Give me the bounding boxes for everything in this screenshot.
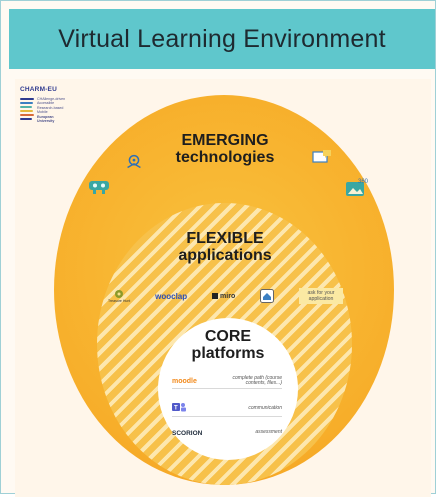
slide-title: Virtual Learning Environment (58, 24, 386, 53)
ask-application-badge: ask for your application (299, 288, 343, 304)
flexible-title: FLEXIBLE applications (178, 230, 272, 264)
vr-headset-icon (86, 177, 112, 197)
app-house-icon (260, 289, 275, 303)
screen-chat-icon (310, 147, 334, 169)
logo-brand: CHARM-EU (20, 86, 57, 93)
emerging-title: EMERGING technologies (175, 132, 275, 166)
core-row-teams: T communication (172, 402, 282, 417)
logo-text: CHAllenge-driven Accessible Research-bas… (37, 97, 66, 124)
slide-header: Virtual Learning Environment (9, 9, 435, 69)
svg-text:360: 360 (358, 179, 368, 185)
treasure-hunt-logo: Treasure Hunt (108, 289, 130, 303)
charm-eu-logo: CHARM-EU CHAllenge-driven Accessible Res… (20, 86, 90, 146)
core-row-moodle: moodle complete path (course contents, f… (172, 374, 282, 389)
vr-360-icon: 360 (343, 177, 369, 199)
moodle-logo: moodle (172, 377, 197, 385)
core-title: CORE platforms (191, 328, 265, 362)
teams-desc: communication (248, 405, 282, 412)
logo-stripes (20, 98, 34, 130)
teams-icon: T (172, 400, 186, 418)
core-ring (158, 318, 298, 460)
scorion-desc: assessment (255, 429, 282, 436)
flexible-apps-row: Treasure Hunt wooclap miro ask for your … (108, 284, 343, 308)
svg-text:T: T (174, 406, 178, 412)
scorion-logo: SCORION (172, 429, 203, 437)
wooclap-logo: wooclap (155, 291, 188, 301)
moodle-desc: complete path (course contents, files...… (232, 374, 282, 386)
miro-logo: miro (212, 293, 235, 300)
core-row-scorion: SCORION assessment (172, 426, 282, 440)
ai-hand-icon (122, 150, 146, 174)
